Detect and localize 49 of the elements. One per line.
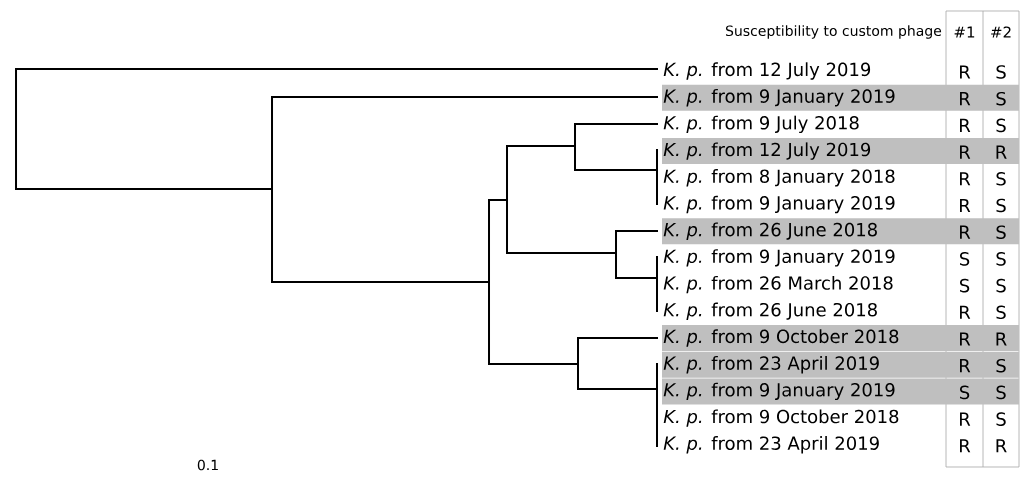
scale-label: 0.1 [197,459,218,471]
susceptibility-result: R [960,439,971,453]
isolate-label: K. p. from 9 January 2019 [663,382,895,401]
susceptibility-result: S [996,305,1006,320]
isolate-label: K. p. from 23 April 2019 [663,356,879,374]
susceptibility-result: S [996,252,1006,266]
susceptibility-result: R [960,225,971,239]
susceptibility-result: R [960,92,971,106]
isolate-label: K. p. from 23 April 2019 [663,436,879,454]
susceptibility-result: S [960,278,970,293]
isolate-label: K. p. from 26 June 2018 [663,222,877,240]
susceptibility-result: R [960,198,971,213]
susceptibility-result: S [996,385,1006,400]
isolate-label: K. p. from 26 March 2018 [663,275,893,294]
isolate-label: K. p. from 9 January 2019 [663,195,895,214]
susceptibility-result: R [960,412,971,426]
susceptibility-result: S [996,358,1006,373]
susceptibility-result: R [996,145,1007,159]
isolate-label: K. p. from 8 January 2018 [663,169,895,187]
susceptibility-result: S [996,278,1006,293]
isolate-label: K. p. from 12 July 2019 [663,62,871,80]
susceptibility-result: R [960,65,971,79]
susceptibility-result: R [960,172,971,186]
susceptibility-result: R [960,145,971,159]
susceptibility-result: S [996,65,1006,79]
isolate-label: K. p. from 9 January 2019 [663,249,895,267]
susceptibility-result: S [996,198,1006,213]
susceptibility-result: S [996,172,1006,186]
susceptibility-result: S [996,91,1006,106]
susceptibility-result: S [960,385,970,400]
susceptibility-result: R [996,332,1007,346]
susceptibility-result: R [960,359,971,373]
susceptibility-result: R [960,332,971,346]
isolate-label: K. p. from 9 July 2018 [663,115,859,134]
susceptibility-result: R [960,305,971,319]
column-header: Susceptibility to custom phage [725,25,942,39]
susceptibility-result: S [996,225,1006,239]
isolate-label: K. p. from 26 June 2018 [663,302,877,320]
isolate-label: K. p. from 12 July 2019 [663,142,871,160]
susceptibility-result: R [996,439,1007,453]
isolate-label: K. p. from 9 October 2018 [663,409,899,427]
column-header: #1 [954,26,975,38]
column-header: #2 [991,26,1011,38]
susceptibility-result: S [996,118,1006,133]
susceptibility-result: S [960,252,970,266]
susceptibility-result: R [960,118,971,132]
susceptibility-result: S [996,412,1006,426]
isolate-label: K. p. from 9 October 2018 [663,329,899,347]
isolate-label: K. p. from 9 January 2019 [663,89,895,107]
